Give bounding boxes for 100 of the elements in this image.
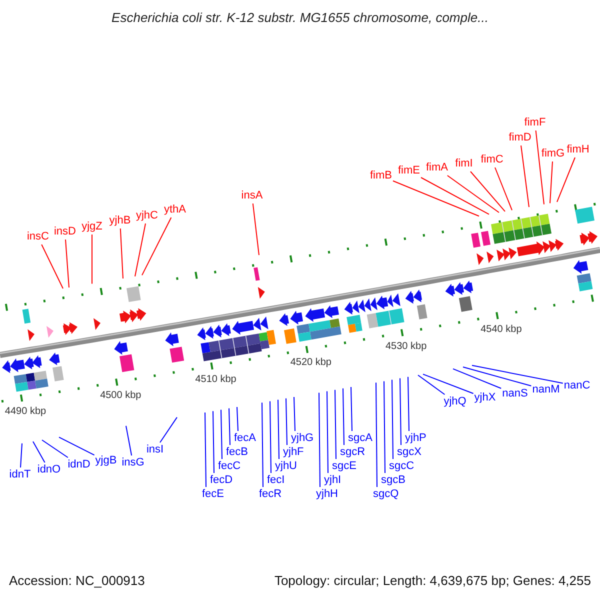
leader-line — [392, 180, 480, 217]
leader-line — [472, 364, 564, 384]
leader-line — [32, 441, 46, 463]
leader-line — [252, 203, 260, 256]
gene-label: fecA — [234, 432, 256, 445]
leader-line — [350, 386, 352, 432]
gene-label: idnD — [68, 458, 90, 472]
footer-text: Topology: circular; Length: 4,639,675 bp; Genes: 4,255 — [274, 574, 591, 587]
gene-label: yjhU — [275, 460, 298, 473]
leader-line — [462, 366, 532, 386]
gene-label: fimB — [370, 170, 392, 182]
leader-line — [236, 406, 238, 432]
gene-label: sgcA — [348, 432, 372, 445]
leader-line — [42, 440, 68, 458]
gene-label: fimC — [480, 154, 504, 166]
gene-label: sgcR — [340, 446, 366, 459]
leader-line — [134, 223, 146, 277]
scale-label: 4520 kbp — [290, 357, 332, 370]
leader-line — [262, 402, 264, 488]
leader-line — [126, 425, 132, 456]
leader-line — [270, 400, 272, 474]
scale-label: 4510 kbp — [195, 374, 236, 386]
gene-label: yjhF — [283, 446, 304, 459]
leader-line — [318, 392, 320, 488]
gene-label: ythA — [164, 204, 186, 216]
gene-label: sgcB — [381, 474, 406, 487]
gene-label: sgcX — [397, 446, 422, 459]
leader-line — [446, 175, 500, 213]
leader-line — [41, 244, 64, 289]
leader-line — [212, 410, 214, 474]
leader-line — [452, 368, 502, 389]
leader-line — [470, 171, 506, 212]
leader-line — [408, 376, 410, 432]
gene-label: yjhC — [136, 210, 158, 222]
gene-label: fimD — [508, 132, 532, 144]
gene-label: sgcC — [389, 460, 414, 473]
gene-label: yjhP — [405, 432, 426, 445]
leader-line — [58, 436, 95, 456]
leader-line — [376, 382, 378, 488]
gene-label: insC — [27, 230, 49, 244]
leader-line — [418, 374, 446, 395]
leader-line — [400, 378, 402, 446]
gene-label: yjgB — [95, 454, 117, 468]
gene-label: idnO — [37, 464, 61, 476]
gene-label: yjhI — [324, 474, 342, 487]
leader-line — [422, 374, 474, 394]
leader-line — [220, 409, 222, 460]
gene-label: insA — [241, 190, 263, 202]
leader-line — [120, 228, 124, 279]
gene-label: yjhB — [109, 214, 131, 228]
gene-label: fimH — [566, 144, 590, 156]
leader-line — [334, 389, 336, 460]
leader-line — [160, 416, 178, 443]
gene-label: idnT — [9, 468, 31, 482]
gene-label: fecI — [267, 474, 285, 487]
gene-label: nanC — [564, 380, 590, 392]
leader-line — [278, 399, 280, 460]
footer-text: Accession: NC_000913 — [9, 574, 145, 587]
leader-line — [494, 167, 512, 211]
gene-label: sgcQ — [373, 488, 399, 501]
gene-label: fecC — [218, 460, 241, 473]
leader-line — [294, 396, 296, 432]
leader-line — [326, 390, 328, 474]
leader-line — [342, 388, 344, 446]
leader-line — [520, 145, 530, 208]
gene-label: fecB — [226, 446, 248, 459]
leader-line — [556, 157, 576, 202]
gene-label: fecE — [202, 488, 224, 501]
scale-label: 4490 kbp — [4, 406, 46, 418]
gene-label: yjhG — [291, 432, 314, 445]
scale-label: 4500 kbp — [100, 390, 142, 402]
leader-line — [20, 442, 22, 468]
gene-label: yjhQ — [444, 396, 466, 408]
scale-label: 4540 kbp — [480, 324, 522, 336]
gene-label: fimF — [524, 116, 546, 130]
gene-label: nanM — [532, 384, 560, 396]
gene-label: insG — [122, 456, 144, 470]
gene-label: fimE — [398, 164, 420, 178]
gene-label: fecD — [210, 474, 233, 487]
gene-label: nanS — [502, 388, 528, 400]
gene-label: fimA — [426, 162, 448, 174]
title: Escherichia coli str. K-12 substr. MG1655 chromosome, comple... — [112, 11, 488, 24]
gene-label: fimI — [455, 158, 473, 170]
leader-line — [286, 398, 288, 446]
leader-line — [228, 408, 230, 446]
leader-line — [142, 217, 172, 276]
leader-line — [65, 239, 70, 288]
gene-label: insI — [146, 444, 164, 456]
leader-line — [550, 161, 553, 204]
gene-label: yjgZ — [82, 220, 102, 234]
gene-label: yjhX — [474, 392, 496, 404]
leader-line — [420, 177, 490, 215]
gene-label: fecR — [259, 488, 282, 501]
gene-label: sgcE — [332, 460, 356, 473]
gene-label: fimG — [541, 148, 565, 160]
leader-line — [392, 379, 394, 460]
scale-label: 4530 kbp — [385, 340, 427, 353]
leader-line — [535, 130, 544, 205]
leader-line — [384, 380, 386, 474]
leader-line — [204, 412, 206, 488]
